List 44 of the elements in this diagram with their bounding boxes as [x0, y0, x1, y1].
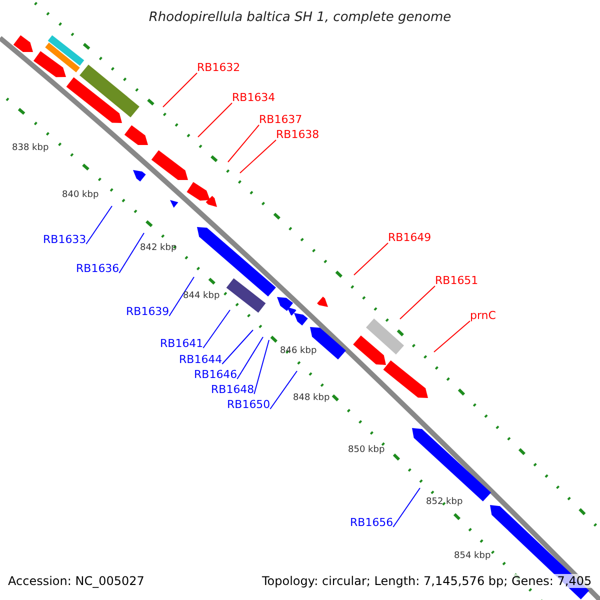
gene-label: RB1644	[179, 354, 222, 366]
gene-label: RB1648	[211, 384, 254, 396]
scale-label: 844 kbp	[183, 291, 220, 301]
title: Rhodopirellula baltica SH 1, complete genome	[148, 10, 452, 25]
gene-label: RB1641	[160, 338, 204, 350]
gene-label: prnC	[470, 310, 496, 322]
gene-label: RB1633	[43, 234, 86, 246]
footer-text: Accession: NC_005027	[8, 574, 144, 588]
gene-label: RB1650	[227, 399, 270, 411]
gene-label: RB1646	[194, 369, 238, 381]
leader-line	[240, 140, 276, 174]
scale-label: 846 kbp	[280, 346, 317, 356]
gene-label: RB1636	[76, 263, 120, 275]
scale-label: 854 kbp	[454, 551, 491, 561]
gene-label: RB1632	[197, 62, 240, 74]
scale-label: 838 kbp	[12, 143, 49, 153]
leader-line	[168, 276, 194, 316]
leader-line	[202, 310, 230, 348]
leader-line	[270, 370, 298, 410]
scale-label: 850 kbp	[348, 445, 385, 455]
scale-label: 842 kbp	[140, 243, 177, 253]
gene-label: RB1639	[126, 306, 170, 318]
leader-line	[86, 206, 112, 244]
leader-line	[400, 286, 436, 320]
leader-line	[198, 102, 232, 138]
gene-label: RB1656	[350, 517, 394, 529]
scale-label: 852 kbp	[426, 497, 463, 507]
gene-label: RB1638	[276, 129, 320, 141]
scale-label: 848 kbp	[293, 393, 330, 403]
leader-line	[354, 242, 388, 276]
gene-label: RB1649	[388, 232, 432, 244]
scale-label: 840 kbp	[62, 190, 99, 200]
leader-line	[228, 124, 260, 162]
leader-line	[392, 488, 420, 528]
leader-line	[254, 340, 270, 394]
leader-line	[162, 72, 198, 108]
gene-label: RB1651	[435, 275, 478, 287]
leader-line	[118, 232, 144, 274]
gene-label: RB1637	[259, 114, 302, 126]
leader-line	[434, 320, 470, 352]
leader-line	[222, 330, 254, 364]
footer-text: Topology: circular; Length: 7,145,576 bp; Genes: 7,405	[262, 574, 592, 588]
leader-line	[236, 336, 264, 380]
gene-label: RB1634	[232, 92, 276, 104]
